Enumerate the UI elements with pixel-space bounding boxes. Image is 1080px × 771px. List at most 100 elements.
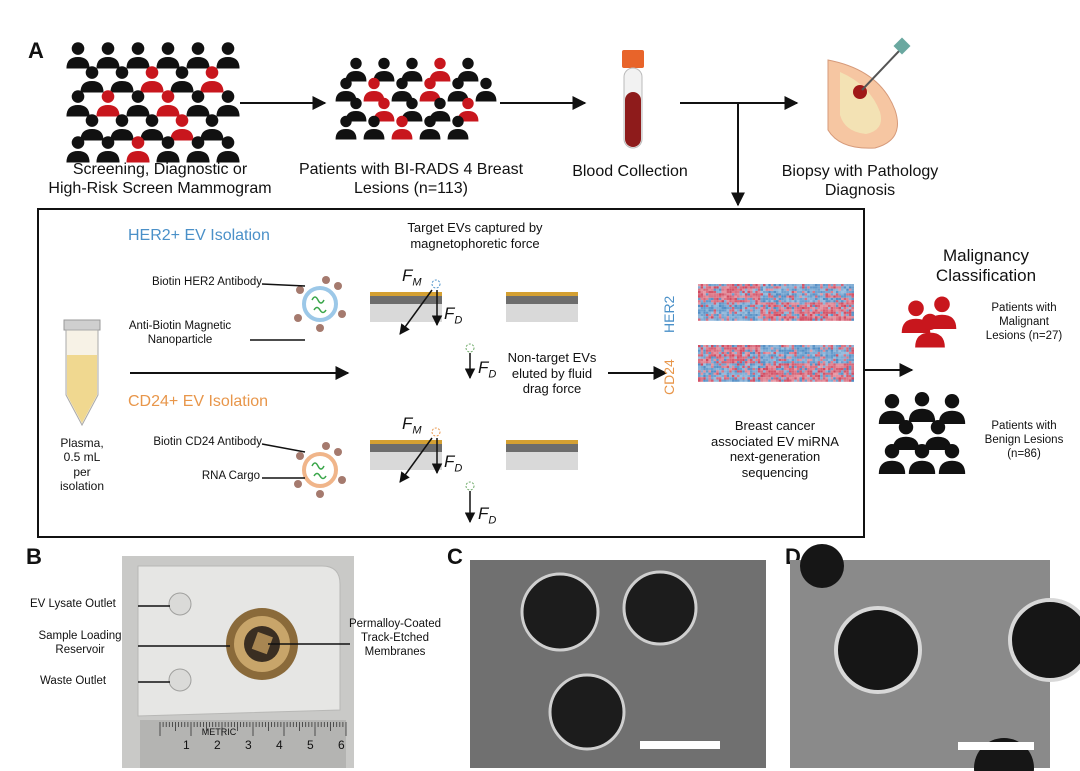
heatmap-cell <box>768 284 771 287</box>
heatmap-cell <box>791 370 795 373</box>
heatmap-cell <box>768 304 771 307</box>
heatmap-cell <box>742 288 745 291</box>
heatmap-cell <box>783 311 787 314</box>
sem-image-c <box>470 560 766 768</box>
heatmap-cell <box>739 290 743 294</box>
heatmap-cell <box>718 361 722 364</box>
heatmap-cell <box>851 345 854 348</box>
heatmap-cell <box>833 358 836 362</box>
malignant-patients-icon <box>901 296 957 348</box>
heatmap-cell <box>843 284 847 287</box>
heatmap-cell <box>763 318 766 321</box>
heatmap-cell <box>755 349 758 352</box>
force-d-label-her2: FD <box>444 304 463 327</box>
heatmap-cell <box>734 311 737 314</box>
heatmap-cell <box>724 358 727 362</box>
heatmap-cell <box>711 370 714 373</box>
heatmap-cell <box>711 377 714 380</box>
heatmap-cell <box>755 358 758 362</box>
heatmap-cell <box>737 302 740 305</box>
heatmap-cell <box>781 297 784 301</box>
heatmap-cell <box>846 297 849 301</box>
heatmap-cell <box>807 290 810 294</box>
heatmap-cell <box>760 358 763 362</box>
heatmap-cell <box>817 300 821 303</box>
heatmap-cell <box>799 368 802 371</box>
heatmap-cell <box>778 316 782 319</box>
heatmap-cell <box>700 354 704 357</box>
heatmap-cell <box>791 347 795 350</box>
heatmap-cell <box>815 304 818 307</box>
heatmap-cell <box>846 379 849 382</box>
blood-label: Blood Collection <box>572 163 688 180</box>
heatmap-cell <box>729 297 732 301</box>
heatmap-cell <box>812 307 815 310</box>
heatmap-cell <box>760 345 763 348</box>
heatmap-cell <box>786 351 789 355</box>
heatmap-cell <box>807 356 810 359</box>
heatmap-cell <box>716 372 719 375</box>
heatmap-cell <box>724 284 727 287</box>
heatmap-cell <box>760 351 763 355</box>
heatmap-cell <box>768 318 771 321</box>
heatmap-cell <box>765 356 769 359</box>
heatmap-cell <box>830 309 834 312</box>
heatmap-cell <box>781 313 784 317</box>
heatmap-cell <box>841 354 844 357</box>
heatmap-cell <box>817 354 821 357</box>
heatmap-cell <box>812 354 815 357</box>
heatmap-cell <box>698 304 701 307</box>
heatmap-cell <box>833 284 836 287</box>
heatmap-cell <box>700 293 704 296</box>
heatmap-cell <box>711 368 714 371</box>
heatmap-cell <box>804 347 808 350</box>
heatmap-cell <box>755 293 758 296</box>
heatmap-cell <box>820 363 823 366</box>
heatmap-cell <box>773 290 776 294</box>
heatmap-cell <box>718 354 722 357</box>
heatmap-cell <box>833 356 836 359</box>
sequencing-label: Breast cancer associated EV miRNA next-g… <box>711 418 839 480</box>
heatmap-cell <box>846 368 849 371</box>
heatmap-cell <box>841 304 844 307</box>
heatmap-cell <box>783 377 787 380</box>
heatmap-cell <box>846 361 849 364</box>
heatmap-cell <box>734 347 737 350</box>
breast-biopsy-icon <box>827 37 911 149</box>
heatmap-cell <box>731 318 735 321</box>
heatmap-cell <box>809 377 813 380</box>
heatmap-cell <box>807 377 810 380</box>
heatmap-cell <box>757 361 761 364</box>
heatmap-cell <box>716 316 719 319</box>
her2-ev-dot-icon <box>431 279 441 289</box>
heatmap-cell <box>737 290 740 294</box>
heatmap-cell <box>724 286 727 289</box>
heatmap-cell <box>833 307 836 310</box>
heatmap-cell <box>835 293 839 296</box>
heatmap-cell <box>781 365 784 368</box>
heatmap-cell <box>752 349 756 352</box>
heatmap-cell <box>776 361 779 364</box>
heatmap-cell <box>705 356 709 359</box>
panel-label-a: A <box>28 38 44 63</box>
heatmap-cell <box>848 311 852 314</box>
heatmap-cell <box>781 307 784 310</box>
heatmap-cell <box>802 356 805 359</box>
heatmap-cell <box>833 295 836 298</box>
heatmap-cell <box>833 347 836 350</box>
heatmap-cell <box>744 374 748 378</box>
heatmap-cell <box>781 311 784 314</box>
heatmap-cell <box>757 300 761 303</box>
ruler-number: 5 <box>307 738 314 752</box>
heatmap-cell <box>773 304 776 307</box>
heatmap-cell <box>791 290 795 294</box>
heatmap-cell <box>841 345 844 348</box>
heatmap-cell <box>750 356 753 359</box>
heatmap-cell <box>716 295 719 298</box>
heatmap-cell <box>820 351 823 355</box>
heatmap-cell <box>838 358 841 362</box>
heatmap-cell <box>835 374 839 378</box>
heatmap-cell <box>841 286 844 289</box>
heatmap-cell <box>729 349 732 352</box>
heatmap-cell <box>713 307 717 310</box>
